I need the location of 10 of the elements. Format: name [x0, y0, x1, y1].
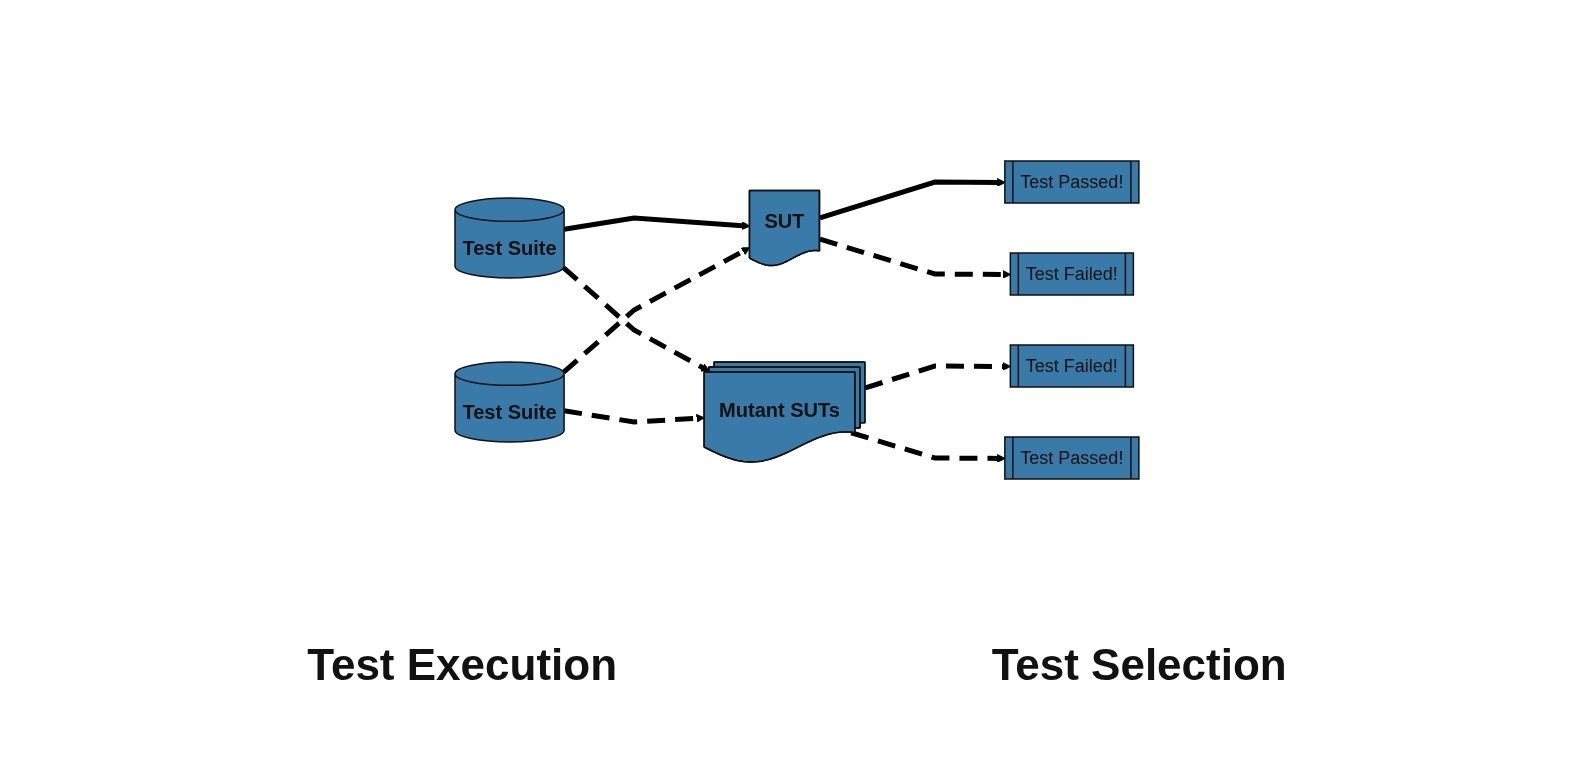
arrow: [819, 236, 1012, 279]
arrow: [563, 215, 751, 232]
arrow: [850, 430, 1006, 463]
arrow: [864, 362, 1012, 391]
arrow: [819, 178, 1006, 221]
arrow: [562, 247, 751, 375]
arrow: [562, 265, 711, 372]
section-label: Test Execution: [307, 640, 617, 690]
section-label: Test Selection: [991, 640, 1287, 690]
arrow: [563, 408, 706, 425]
